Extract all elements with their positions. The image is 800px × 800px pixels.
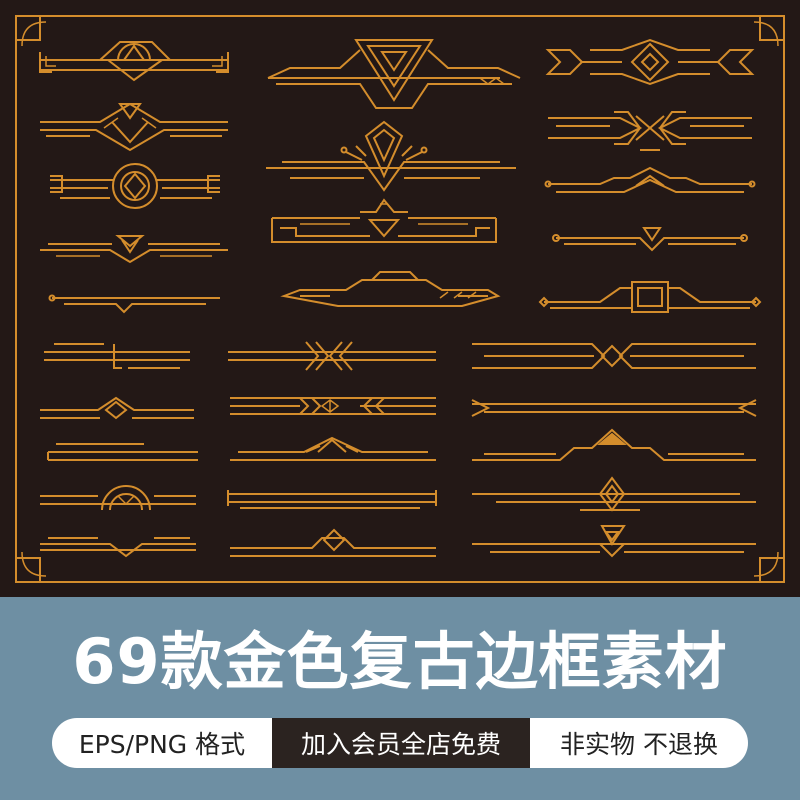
ornament-arch bbox=[40, 485, 196, 511]
ornament-burst-spire bbox=[266, 120, 516, 192]
ornament-triangle-crest bbox=[40, 102, 228, 152]
return-policy-tag: 非实物 不退换 bbox=[530, 718, 748, 768]
ornament-point-divider bbox=[552, 227, 748, 252]
ornament-medallion bbox=[50, 163, 220, 209]
format-tag: EPS/PNG 格式 bbox=[52, 718, 272, 768]
ornament-inverted-triangle bbox=[267, 39, 521, 109]
ornament-slim-chevron bbox=[48, 294, 220, 314]
ornament-small-diamond bbox=[40, 396, 194, 420]
ornament-tray-crown bbox=[280, 271, 501, 307]
ornament-double-arrow bbox=[471, 399, 757, 417]
ornament-square-frame bbox=[538, 281, 762, 313]
ornament-diamond-stack bbox=[472, 476, 756, 512]
ornament-double-hex bbox=[548, 111, 752, 151]
ornament-wide-v bbox=[40, 537, 196, 558]
art-deco-dividers-illustration bbox=[15, 15, 785, 583]
ornament-line-post bbox=[44, 343, 190, 369]
ornament-wedge-rays bbox=[40, 235, 228, 264]
ornament-offset-bars bbox=[47, 443, 198, 461]
tag-bar: EPS/PNG 格式 加入会员全店免费 非实物 不退换 bbox=[52, 718, 748, 768]
ornament-cross-diamond bbox=[230, 528, 436, 557]
headline: 69款金色复古边框素材 bbox=[72, 625, 728, 698]
ornament-fan-divider bbox=[39, 41, 229, 82]
outer-frame bbox=[15, 15, 785, 583]
ornament-meander-bar bbox=[271, 198, 497, 243]
membership-tag: 加入会员全店免费 bbox=[272, 718, 530, 768]
ornament-stepped-peak bbox=[544, 166, 756, 193]
ornament-bracket-rail bbox=[227, 490, 437, 509]
ornament-long-diamond bbox=[472, 343, 756, 369]
ornament-triangle-pillar bbox=[472, 525, 756, 558]
ornament-feather-arrow bbox=[228, 341, 436, 371]
ornament-showcase bbox=[0, 0, 800, 597]
ornament-arrow-train bbox=[230, 397, 436, 415]
ornament-zigzag-peak bbox=[230, 436, 436, 461]
ornament-triangle-peak bbox=[472, 428, 756, 461]
ornament-chevron-diamond bbox=[545, 38, 755, 86]
